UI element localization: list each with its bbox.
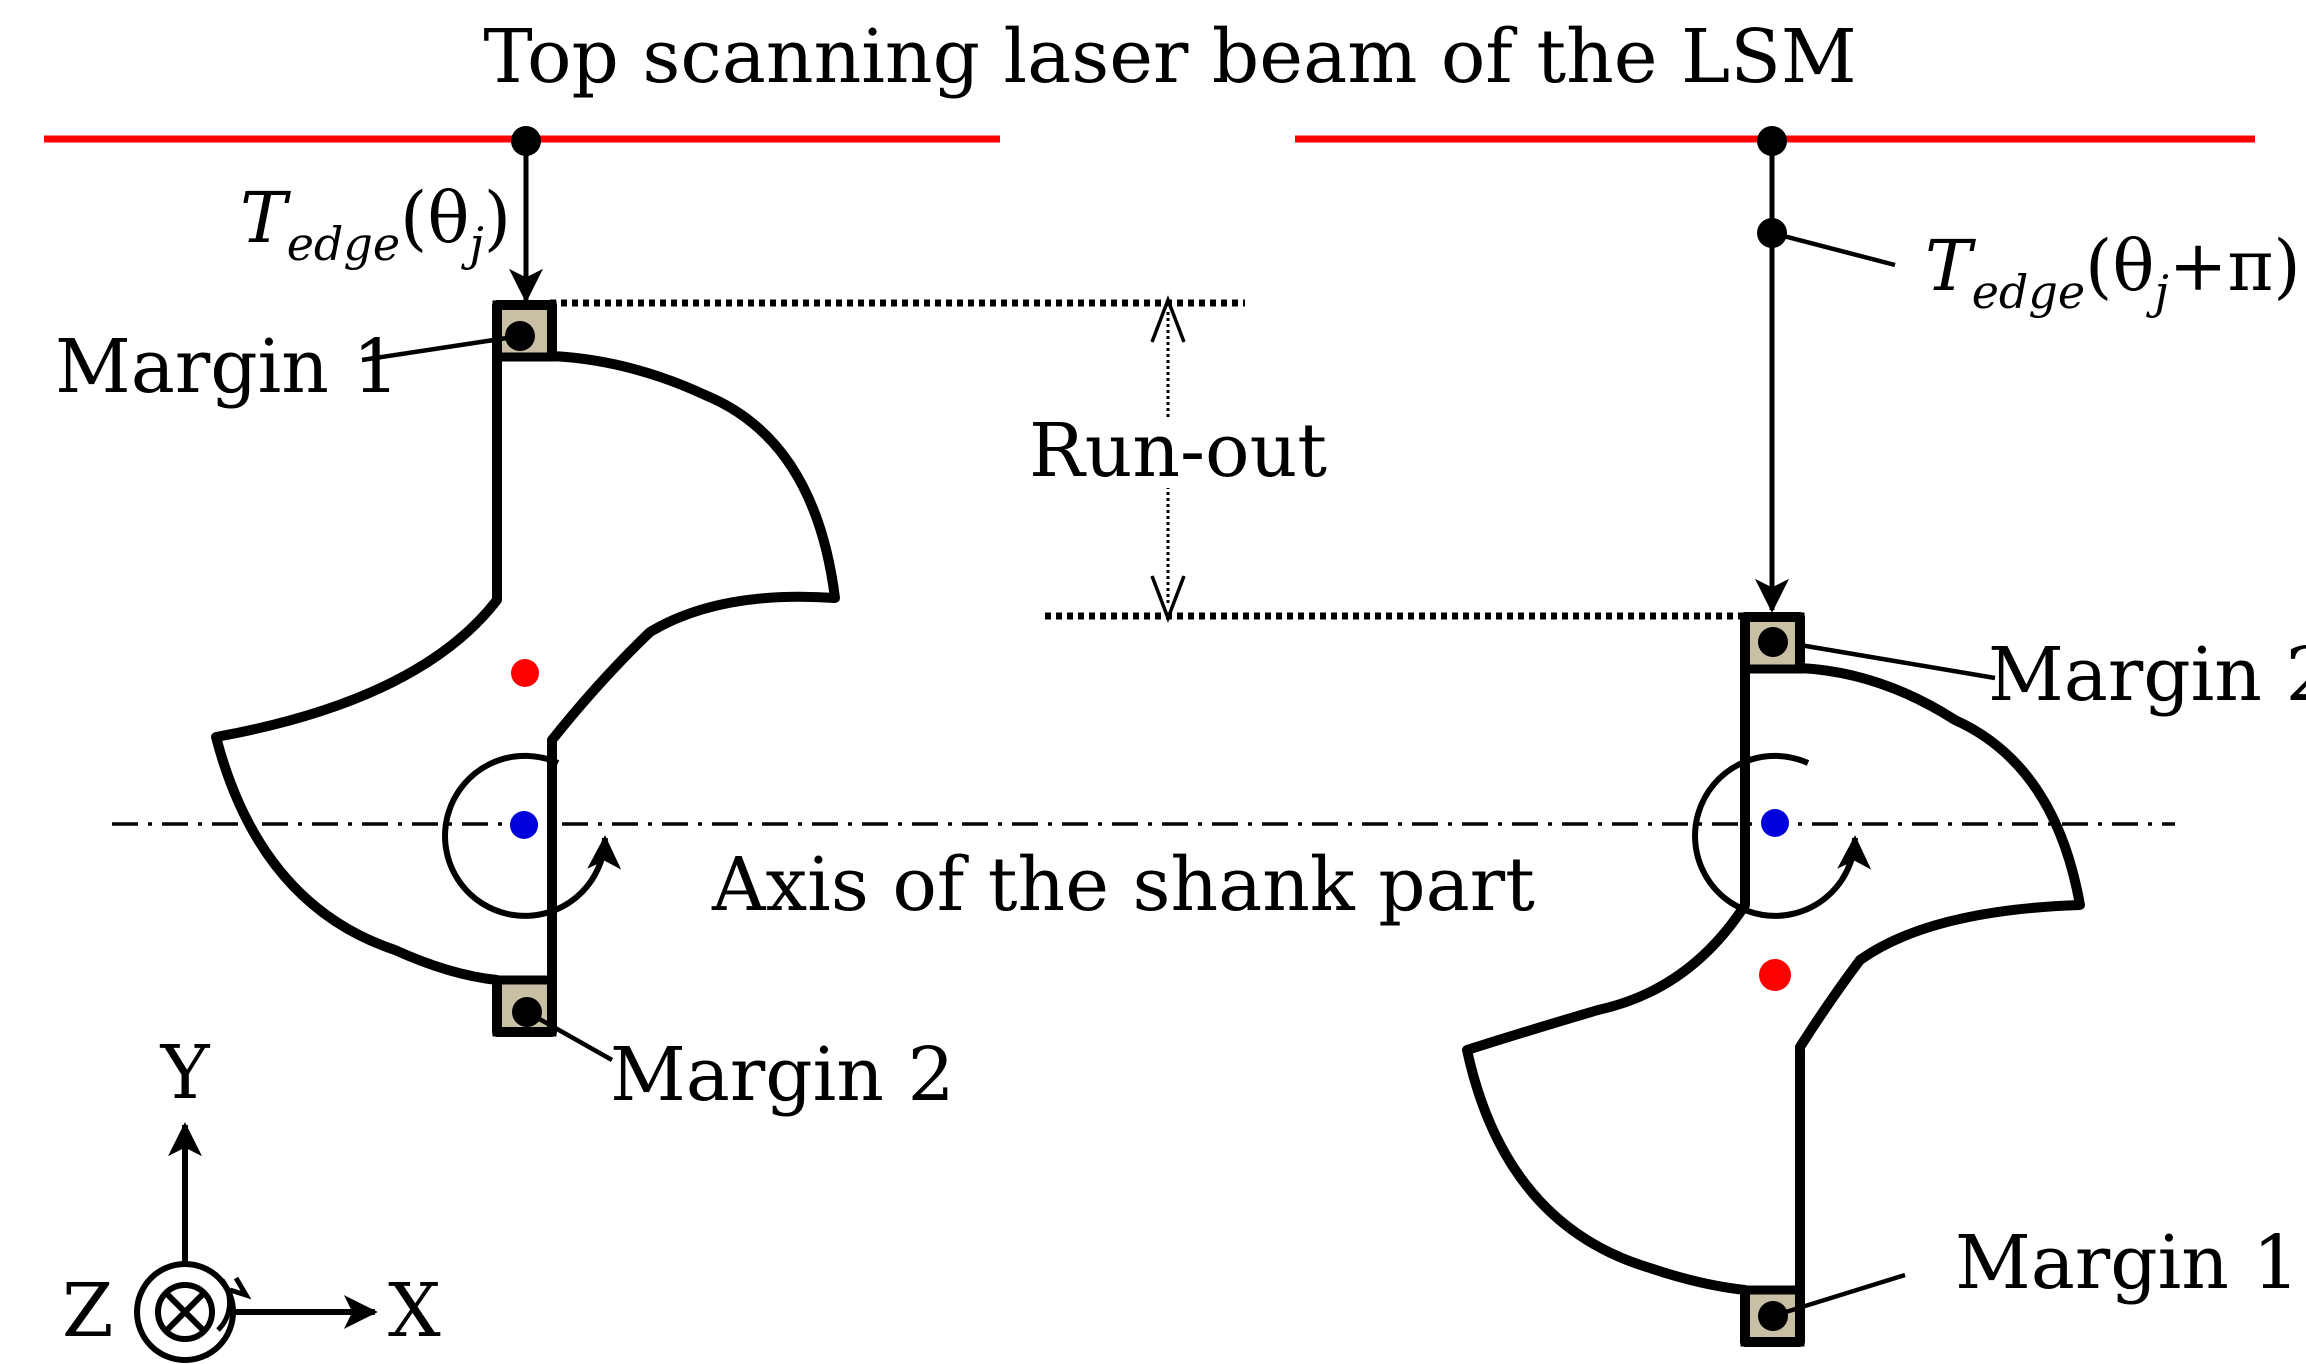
right-t-edge-leader [1771, 230, 1896, 268]
left-tool-outline [211, 300, 840, 1037]
right-shank-axis-point [1761, 809, 1789, 837]
left-margin-2-label: Margin 2 [610, 1032, 955, 1118]
right-margin-2-label: Margin 2 [1988, 632, 2306, 718]
right-tool-outline [1462, 612, 2085, 1347]
right-beam-contact-point [1757, 126, 1787, 156]
left-tool-center-point [511, 659, 539, 687]
left-rotation-arrow [442, 752, 622, 919]
svg-text:Tedge(θj): Tedge(θj) [240, 177, 511, 271]
right-margin-1-leader [1772, 1272, 1906, 1319]
y-axis-label: Y [160, 1030, 211, 1116]
z-rotation-tip [229, 1276, 252, 1300]
z-rotation-arc [216, 1278, 233, 1332]
right-margin-2-leader [1799, 642, 1996, 681]
t-edge-left-label: Tedge(θj) [240, 177, 511, 271]
axis-label: Axis of the shank part [711, 842, 1535, 928]
right-margin-2-point [1758, 627, 1788, 657]
runout-label: Run-out [1029, 408, 1327, 494]
left-beam-contact-point [511, 126, 541, 156]
right-rotation-arrow [1692, 752, 1872, 919]
runout-label-bg [1040, 420, 1330, 488]
z-axis-cross-b [163, 1290, 207, 1334]
left-tool-section [211, 126, 840, 1062]
t-edge-right-label: Tedge(θj+π) [1925, 225, 2301, 319]
right-margin-1-label: Margin 1 [1955, 1220, 2300, 1306]
left-shank-axis-point [510, 811, 538, 839]
runout-arrow-down [1150, 575, 1186, 623]
left-margin-2-leader [525, 1010, 614, 1062]
z-axis-label: Z [62, 1268, 113, 1354]
left-margin-1-leader [361, 333, 521, 363]
right-tool-center-point [1759, 959, 1791, 991]
coordinate-system: Y X Z [62, 1030, 441, 1363]
runout-arrow-up [1150, 295, 1186, 343]
svg-text:Tedge(θj+π): Tedge(θj+π) [1925, 225, 2301, 319]
left-margin-1-label: Margin 1 [55, 324, 400, 410]
right-tool-section [1462, 126, 2085, 1347]
x-axis-label: X [388, 1268, 441, 1354]
title-label: Top scanning laser beam of the LSM [483, 14, 1856, 100]
